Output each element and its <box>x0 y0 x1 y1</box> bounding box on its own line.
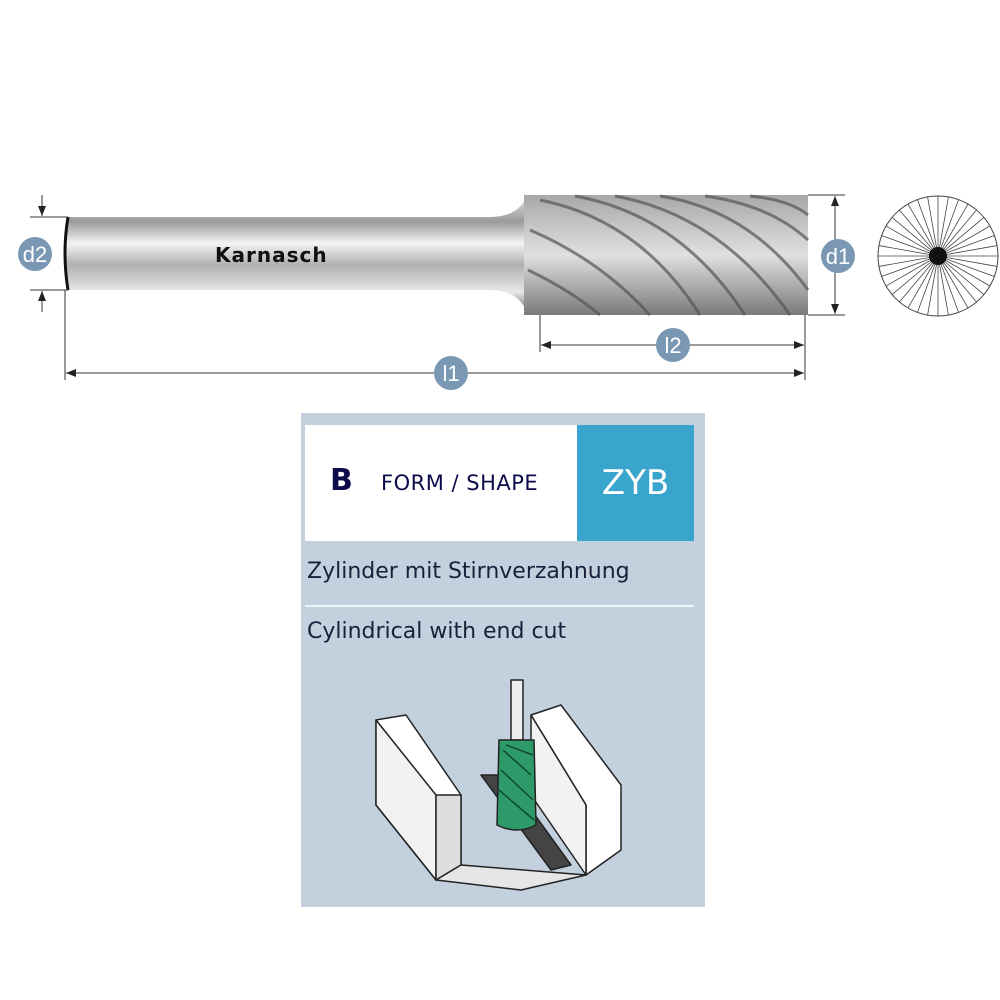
shape-label: FORM / SHAPE <box>381 471 539 495</box>
svg-text:d1: d1 <box>826 244 850 269</box>
flute-line <box>899 209 939 257</box>
dimension-lines <box>30 194 845 380</box>
flute-line <box>937 255 991 287</box>
shank: Karnasch <box>63 200 525 308</box>
shape-header: B FORM / SHAPE <box>305 425 577 541</box>
flute-line <box>937 255 995 277</box>
name-german: Zylinder mit Stirnverzahnung <box>307 559 630 584</box>
flute-line <box>899 255 939 303</box>
flute-line <box>885 255 939 287</box>
flute-line <box>927 255 939 316</box>
flute-line <box>927 196 939 257</box>
flute-line <box>937 203 969 257</box>
flute-line <box>885 225 939 257</box>
front-view <box>877 195 999 317</box>
svg-text:l2: l2 <box>664 333 681 358</box>
cutting-head <box>524 194 810 317</box>
tool-drawing: Karnasch d2 d1 l2 l1 <box>18 194 999 390</box>
flute-line <box>891 217 939 257</box>
divider <box>305 605 694 607</box>
flute-line <box>937 245 998 257</box>
flute-line <box>881 255 939 277</box>
flute-line <box>937 255 969 309</box>
flute-line <box>881 235 939 257</box>
flute-line <box>937 255 977 303</box>
flute-line <box>878 255 939 267</box>
flute-line <box>937 225 991 257</box>
svg-text:l1: l1 <box>442 361 459 386</box>
flute-line <box>937 199 959 257</box>
svg-text:d2: d2 <box>23 242 47 267</box>
flute-line <box>878 245 939 257</box>
flute-line <box>891 255 939 295</box>
shape-letter: B <box>330 463 353 498</box>
brand-logo: Karnasch <box>215 243 328 267</box>
flute-line <box>937 255 998 267</box>
l2-badge: l2 <box>656 328 690 362</box>
d1-badge: d1 <box>821 239 855 273</box>
shape-info-panel: B FORM / SHAPE ZYB Zylinder mit Stirnver… <box>301 413 705 907</box>
flute-line <box>937 196 949 257</box>
shape-code-badge: ZYB <box>577 425 694 541</box>
flute-line <box>907 203 939 257</box>
flute-line <box>917 255 939 313</box>
d2-badge: d2 <box>18 237 52 271</box>
flute-line <box>907 255 939 309</box>
flute-line <box>937 217 985 257</box>
l1-badge: l1 <box>434 356 468 390</box>
flute-line <box>937 209 977 257</box>
flute-line <box>917 199 939 257</box>
application-illustration <box>375 679 622 891</box>
name-english: Cylindrical with end cut <box>307 619 567 644</box>
flute-line <box>937 235 995 257</box>
flute-line <box>937 255 985 295</box>
flute-line <box>937 255 959 313</box>
flute-line <box>937 255 949 316</box>
